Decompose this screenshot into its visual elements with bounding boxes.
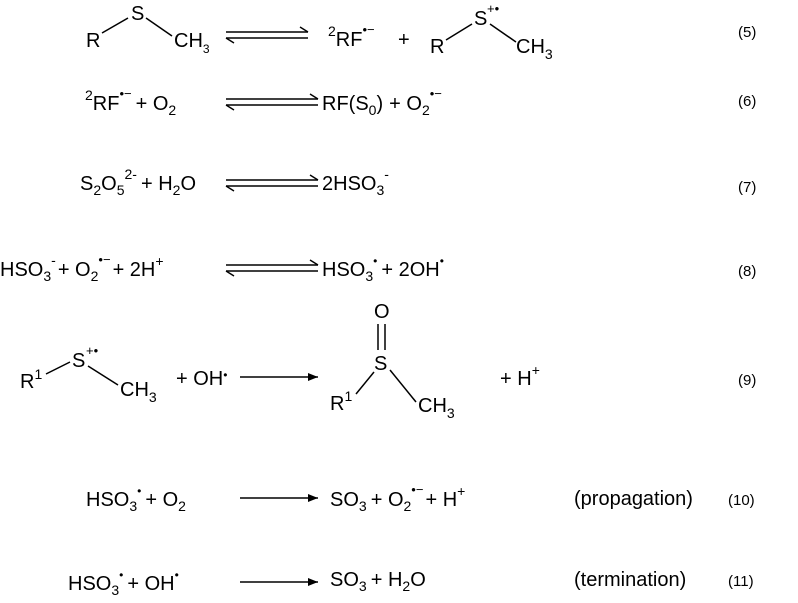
equation-number: (10)	[728, 492, 755, 509]
reactants: HSO3•+ O2	[86, 484, 186, 514]
atom-label: S	[474, 8, 487, 30]
equation-9: R1 S +• CH3 + OH• O S R1 CH3 + H+ (9)	[20, 301, 756, 421]
atom-label: R	[430, 36, 444, 58]
products: RF(S0)+ O2•−	[322, 86, 442, 118]
equilibrium-arrow	[225, 259, 319, 277]
sulfoxide-structure: O S R1 CH3	[330, 301, 455, 421]
atom-label: R1	[330, 388, 352, 415]
sulfide-radical-cation-structure: R S +• CH3	[430, 1, 553, 62]
products: 2HSO3-	[322, 166, 389, 198]
equation-number: (5)	[738, 24, 756, 41]
atom-label: CH3	[120, 379, 157, 405]
atom-label: O	[374, 301, 390, 323]
equilibrium-arrow	[225, 26, 309, 44]
charge-label: +•	[487, 1, 500, 16]
reactants: 2RF•−+ O2	[85, 86, 176, 118]
reaction-stage-label: (propagation)	[574, 488, 693, 510]
equation-8: HSO3-+ O2•−+ 2H+ HSO3•+ 2OH• (8)	[0, 252, 756, 284]
equation-11: HSO3•+ OH• SO3+ H2O (termination) (11)	[68, 568, 754, 598]
equation-number: (6)	[738, 93, 756, 110]
plus-sign: +	[398, 29, 410, 51]
atom-label: R1	[20, 366, 42, 393]
methyl-sulfide-structure: R S CH3	[86, 3, 210, 56]
equation-number: (11)	[728, 573, 754, 590]
atom-label: CH3	[516, 36, 553, 62]
equation-6: 2RF•−+ O2 RF(S0)+ O2•− (6)	[85, 86, 756, 118]
equation-number: (7)	[738, 179, 756, 196]
products: SO3+ O2•−+ H+	[330, 482, 465, 514]
atom-label: CH3	[174, 30, 210, 56]
products: SO3+ H2O	[330, 569, 426, 594]
proton: + H+	[500, 362, 540, 390]
atom-label: CH3	[418, 395, 455, 421]
reactants: S2O52-+ H2O	[80, 166, 196, 198]
atom-label: S	[131, 3, 144, 25]
equilibrium-arrow	[225, 174, 319, 192]
reactants: HSO3•+ OH•	[68, 568, 179, 598]
equation-7: S2O52-+ H2O 2HSO3- (7)	[80, 166, 756, 198]
equation-5: R S CH3 2RF•− + R S +• CH3 (5)	[86, 1, 756, 62]
hydroxyl-radical: + OH•	[176, 368, 227, 390]
riboflavin-triplet: 2RF•−	[328, 22, 375, 51]
charge-label: +•	[86, 343, 99, 358]
equation-number: (9)	[738, 372, 756, 389]
reaction-stage-label: (termination)	[574, 569, 686, 591]
atom-label: S	[374, 353, 387, 375]
atom-label: S	[72, 350, 85, 372]
products: HSO3•+ 2OH•	[322, 254, 444, 284]
reactants: HSO3-+ O2•−+ 2H+	[0, 252, 164, 284]
equation-10: HSO3•+ O2 SO3+ O2•−+ H+ (propagation) (1…	[86, 482, 755, 514]
atom-label: R	[86, 30, 100, 52]
sulfide-radical-cation-structure: R1 S +• CH3	[20, 343, 157, 405]
equilibrium-arrow	[225, 93, 319, 111]
equation-number: (8)	[738, 263, 756, 280]
